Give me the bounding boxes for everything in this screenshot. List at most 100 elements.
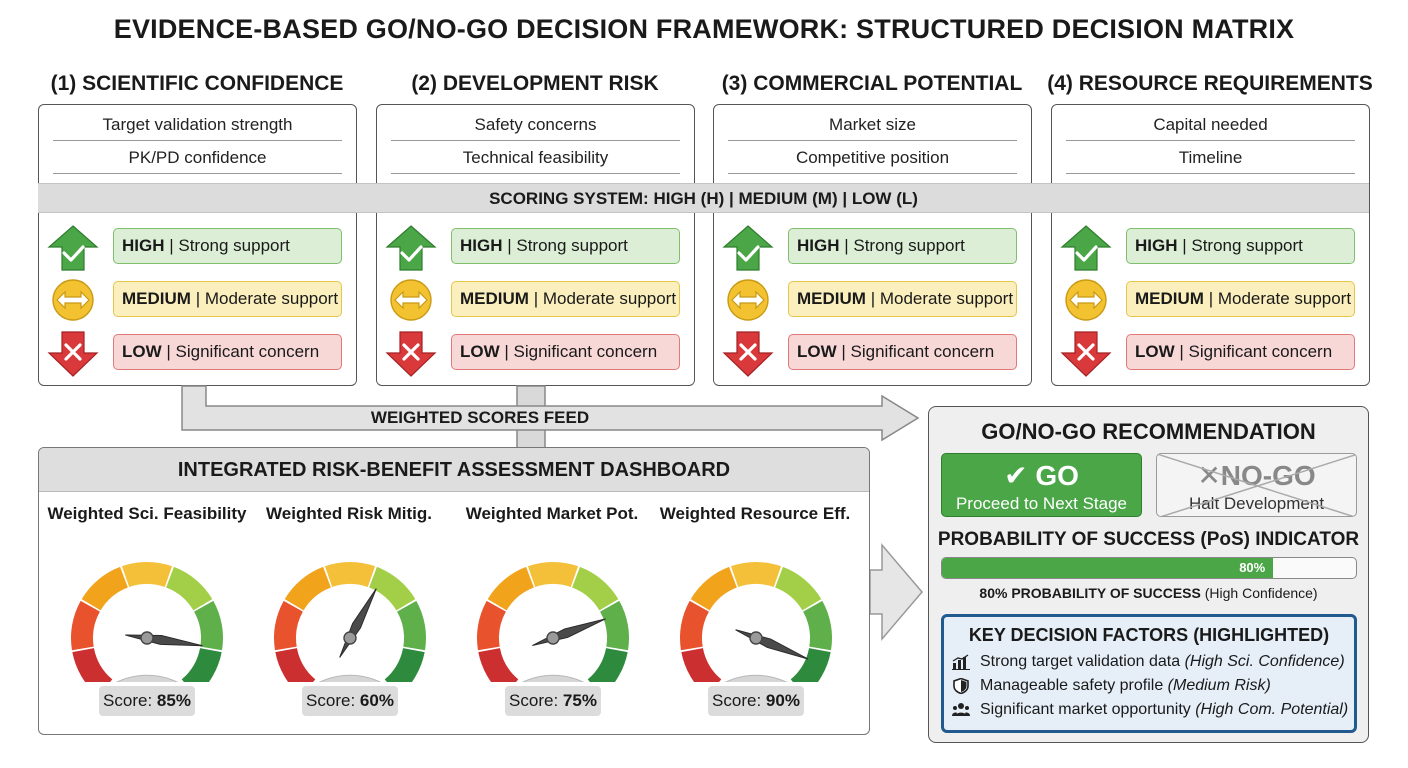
dashboard-title: INTEGRATED RISK-BENEFIT ASSESSMENT DASHB… — [39, 448, 869, 492]
gauge-hub — [343, 631, 357, 645]
gauge-segment-light-green — [572, 566, 619, 611]
score-value: 85% — [156, 691, 191, 710]
gauge-segment-orange — [284, 566, 331, 611]
level-desc: | Moderate support — [1208, 289, 1352, 308]
gauge-segment-red — [478, 648, 519, 682]
factor-qualifier: (High Com. Potential) — [1195, 701, 1349, 718]
key-factors-title: KEY DECISION FACTORS (HIGHLIGHTED) — [968, 625, 1330, 645]
level-key: LOW — [460, 342, 500, 361]
level-pill: LOW | Significant concern — [1126, 334, 1355, 370]
level-key: LOW — [797, 342, 837, 361]
level-row-high: HIGH | Strong support — [47, 225, 348, 271]
level-key: MEDIUM — [797, 289, 866, 308]
gauge-segment-green — [194, 600, 223, 651]
gauge-segment-dark-green — [587, 648, 628, 682]
risk-benefit-dashboard: INTEGRATED RISK-BENEFIT ASSESSMENT DASHB… — [38, 447, 870, 735]
scoring-system-banner: SCORING SYSTEM: HIGH (H) | MEDIUM (M) | … — [38, 183, 1369, 213]
criterion-timeline: Timeline — [1066, 142, 1355, 174]
gauge-segment-red — [72, 648, 113, 682]
level-desc: | Strong support — [507, 236, 628, 255]
gauge-title-sci-feasibility: Weighted Sci. Feasibility — [47, 504, 247, 523]
level-row-low: LOW | Significant concern — [47, 331, 348, 377]
gauge-sci-feasibility — [71, 561, 223, 682]
nogo-button[interactable]: ✕NO-GO Halt Development — [1156, 453, 1357, 517]
level-row-high: HIGH | Strong support — [1060, 225, 1361, 271]
to-recommendation-arrow — [869, 542, 923, 642]
criterion-technical-feasibility: Technical feasibility — [391, 142, 680, 174]
level-desc: | Moderate support — [195, 289, 339, 308]
score-value: 90% — [765, 691, 800, 710]
bidirectional-arrow-icon — [385, 278, 437, 324]
x-icon: ✕ — [1197, 460, 1221, 491]
gauge-segment-yellow — [121, 561, 173, 588]
level-pill: LOW | Significant concern — [113, 334, 342, 370]
nogo-sublabel: Halt Development — [1188, 494, 1325, 513]
criterion-pkpd-confidence: PK/PD confidence — [53, 142, 342, 174]
gauge-needle — [339, 588, 377, 658]
level-row-low: LOW | Significant concern — [722, 331, 1023, 377]
score-prefix: Score: — [306, 691, 360, 710]
level-key: HIGH — [1135, 236, 1178, 255]
level-pill: LOW | Significant concern — [788, 334, 1017, 370]
gauge-segment-yellow — [527, 561, 579, 588]
criterion-capital-needed: Capital needed — [1066, 109, 1355, 141]
level-key: LOW — [122, 342, 162, 361]
criterion-competitive-position: Competitive position — [728, 142, 1017, 174]
gauge-segment-green — [803, 600, 832, 651]
score-value: 75% — [562, 691, 597, 710]
go-label-row: ✔ GO — [942, 459, 1141, 492]
gauge-title-risk-mitig: Weighted Risk Mitig. — [266, 504, 432, 523]
level-row-high: HIGH | Strong support — [722, 225, 1023, 271]
pos-progress-fill — [942, 558, 1274, 578]
pos-caption: 80% PROBABILITY OF SUCCESS (High Confide… — [929, 585, 1368, 601]
criterion-target-validation: Target validation strength — [53, 109, 342, 141]
factor-text: Manageable safety profile (Medium Risk) — [980, 675, 1271, 697]
gauge-segment-yellow — [730, 561, 782, 588]
gauge-segment-yellow — [324, 561, 376, 588]
check-up-arrow-icon — [722, 225, 774, 271]
criterion-market-size: Market size — [728, 109, 1017, 141]
gauge-face — [112, 648, 182, 680]
level-key: LOW — [1135, 342, 1175, 361]
score-prefix: Score: — [103, 691, 157, 710]
gauge-segment-red — [275, 648, 316, 682]
pos-caption-qualifier: (High Confidence) — [1200, 585, 1318, 601]
pillar-box-resource-requirements: Capital needed Timeline HIGH | Strong su… — [1051, 104, 1370, 386]
page-title: EVIDENCE-BASED GO/NO-GO DECISION FRAMEWO… — [113, 14, 1295, 44]
level-key: MEDIUM — [1135, 289, 1204, 308]
gauge-market-pot — [477, 561, 629, 682]
level-row-low: LOW | Significant concern — [1060, 331, 1361, 377]
gauge-face — [315, 648, 385, 680]
level-desc: | Significant concern — [841, 342, 995, 361]
gauge-score-resource-eff: Score: 90% — [708, 686, 804, 716]
level-key: MEDIUM — [460, 289, 529, 308]
crossed-out-icon — [1157, 454, 1356, 516]
gauge-title-market-pot: Weighted Market Pot. — [465, 504, 639, 523]
people-icon — [952, 703, 970, 716]
pillar-header-scientific-confidence: (1) SCIENTIFIC CONFIDENCE — [50, 72, 344, 95]
gauge-score-market-pot: Score: 75% — [505, 686, 601, 716]
pos-progress-bar: 80% — [941, 557, 1357, 579]
gauge-bezel — [319, 674, 381, 682]
level-pill: HIGH | Strong support — [788, 228, 1017, 264]
level-desc: | Strong support — [169, 236, 290, 255]
gauge-score-risk-mitig: Score: 60% — [302, 686, 398, 716]
check-up-arrow-icon — [385, 225, 437, 271]
go-button[interactable]: ✔ GO Proceed to Next Stage — [941, 453, 1142, 517]
score-value: 60% — [359, 691, 394, 710]
gauge-bezel — [522, 674, 584, 682]
gauge-segment-orange-red — [477, 600, 506, 651]
score-prefix: Score: — [712, 691, 766, 710]
gauge-segment-light-green — [166, 566, 213, 611]
bar-chart-icon — [952, 654, 970, 670]
pos-caption-value: 80% PROBABILITY OF SUCCESS — [979, 585, 1201, 601]
bidirectional-arrow-icon — [722, 278, 774, 324]
gauge-segment-dark-green — [384, 648, 425, 682]
gauge-bezel — [116, 674, 178, 682]
level-key: HIGH — [797, 236, 840, 255]
go-nogo-recommendation-panel: GO/NO-GO RECOMMENDATION ✔ GO Proceed to … — [928, 406, 1369, 743]
level-desc: | Strong support — [844, 236, 965, 255]
check-up-arrow-icon — [47, 225, 99, 271]
gauge-segment-green — [600, 600, 629, 651]
gauge-segment-orange-red — [274, 600, 303, 651]
